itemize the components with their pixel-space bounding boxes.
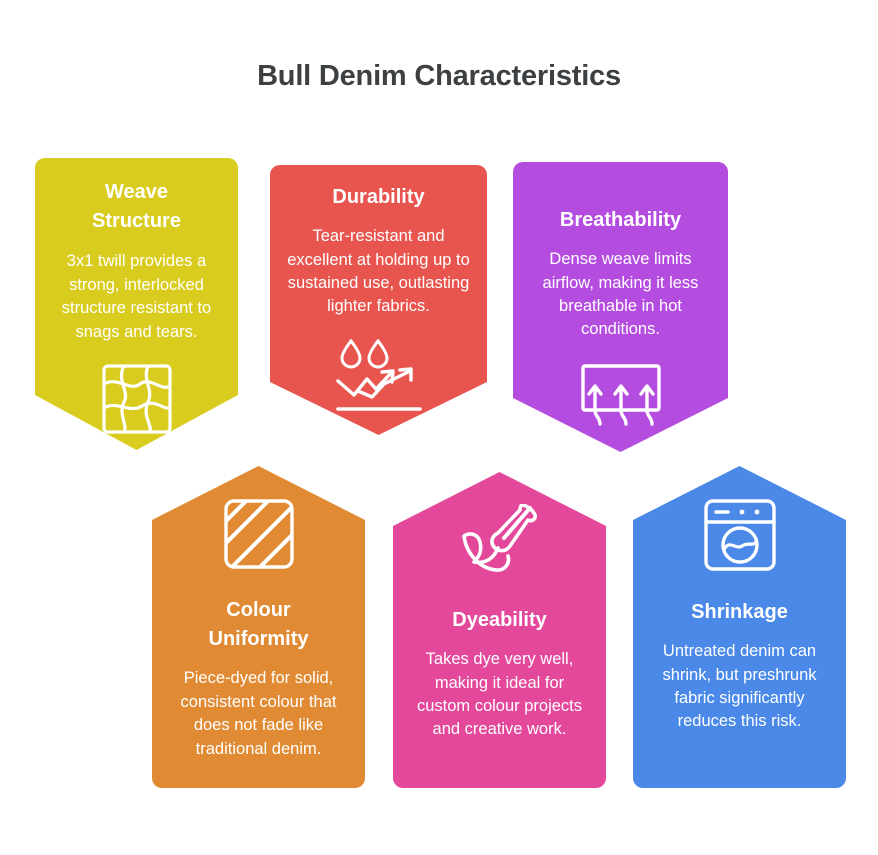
paintbrush-icon [460, 504, 540, 576]
card-title-line1: Colour [226, 599, 291, 621]
card-title-dyeability: Dyeability [452, 609, 547, 631]
card-weave-structure[interactable]: Weave Structure 3x1 twill provides a str… [35, 158, 238, 450]
card-description-shrinkage: Untreated denim can shrink, but preshrun… [662, 642, 817, 731]
card-title-shrinkage: Shrinkage [691, 601, 788, 623]
card-title-line2: Structure [92, 210, 181, 233]
card-shape-breathability [513, 162, 728, 452]
card-title-colour-uniformity: Colour Uniformity [152, 596, 365, 654]
woven-mesh-icon [100, 362, 174, 436]
washing-machine-icon [701, 496, 779, 574]
card-shrinkage[interactable]: Shrinkage Untreated denim can shrink, bu… [633, 466, 846, 788]
card-shape-durability [270, 165, 487, 435]
card-durability[interactable]: Durability Tear-resistant and excellent … [270, 165, 487, 435]
card-description-weave-structure: 3x1 twill provides a strong, interlocked… [61, 252, 212, 341]
card-title-durability: Durability [332, 186, 425, 208]
card-breathability[interactable]: Breathability Dense weave limits airflow… [513, 162, 728, 452]
page-title: Bull Denim Characteristics [257, 60, 621, 92]
card-colour-uniformity[interactable]: Colour Uniformity Piece-dyed for solid, … [152, 466, 365, 788]
water-drops-arrows-icon [332, 338, 426, 417]
card-description-dyeability: Takes dye very well, making it ideal for… [416, 650, 583, 739]
card-description-breathability: Dense weave limits airflow, making it le… [542, 250, 699, 339]
card-description-colour-uniformity: Piece-dyed for solid, consistent colour … [180, 669, 337, 758]
airflow-arrows-icon [579, 362, 663, 432]
card-shape-shrinkage [633, 466, 846, 788]
card-description-durability: Tear-resistant and excellent at holding … [287, 227, 470, 316]
card-title-line1: Weave [104, 181, 168, 203]
card-dyeability[interactable]: Dyeability Takes dye very well, making i… [393, 472, 606, 788]
card-shape-dyeability [393, 472, 606, 788]
card-title-breathability: Breathability [559, 209, 682, 231]
card-shape-weave-structure [35, 158, 238, 450]
diagonal-stripes-icon [221, 496, 297, 572]
card-title-weave-structure: Weave Structure [35, 178, 238, 236]
card-shape-colour-uniformity [152, 466, 365, 788]
card-title-line2: Uniformity [208, 628, 309, 651]
